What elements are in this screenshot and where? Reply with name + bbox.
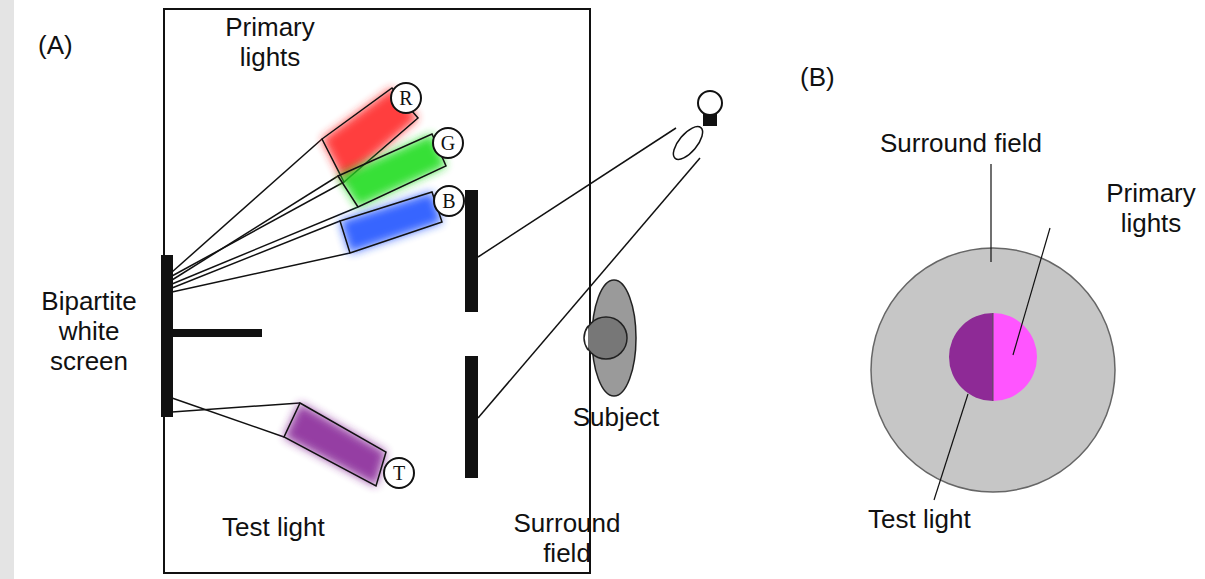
subject-figure xyxy=(584,280,636,396)
part-label: Test light xyxy=(222,512,382,542)
panel-letter: (A) xyxy=(38,30,98,60)
part-label: Bipartite white screen xyxy=(22,286,156,376)
page-shadow xyxy=(0,0,14,579)
source-letter: T xyxy=(393,463,405,483)
part-label: Surround field xyxy=(492,508,642,568)
aperture-wall xyxy=(465,356,478,478)
part-label: Surround field xyxy=(880,128,1110,158)
part-label: Subject xyxy=(556,402,676,432)
surround-lamp-tube xyxy=(478,122,708,418)
part-label: Primary lights xyxy=(1100,178,1202,238)
light-tubes xyxy=(284,88,446,486)
light-source-marker: T xyxy=(383,457,415,489)
lamp-bulb xyxy=(698,91,722,126)
apparatus-box xyxy=(164,9,590,573)
stimulus-field xyxy=(871,248,1115,492)
panel-letter: (B) xyxy=(800,62,860,92)
source-letter: G xyxy=(441,133,455,153)
screen-divider xyxy=(172,329,262,337)
source-letter: B xyxy=(442,191,455,211)
light-source-marker: R xyxy=(390,82,422,114)
light-source-marker: G xyxy=(432,127,464,159)
beam-lines xyxy=(172,139,358,437)
leader-lines xyxy=(934,164,1050,500)
source-letter: R xyxy=(399,88,412,108)
part-label: Primary lights xyxy=(200,12,340,72)
aperture-wall xyxy=(465,190,478,312)
bipartite-screen xyxy=(161,255,173,417)
part-label: Test light xyxy=(868,504,1028,534)
light-source-marker: B xyxy=(433,185,465,217)
